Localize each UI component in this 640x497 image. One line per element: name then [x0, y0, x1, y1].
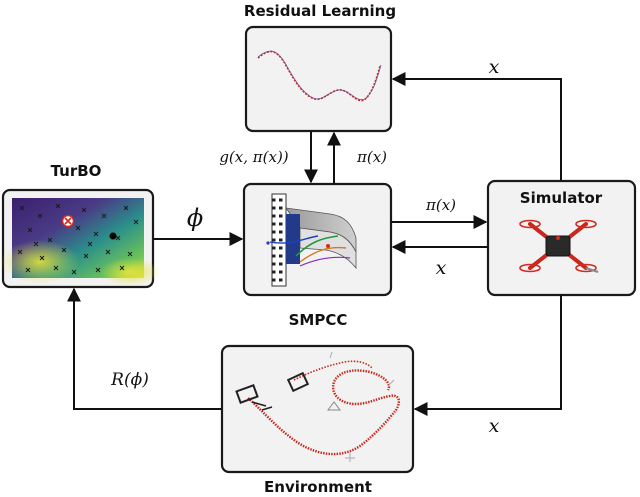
- label-sim-to-env: x: [489, 415, 500, 437]
- heatmap-best-cross: [64, 217, 72, 225]
- residual-curve-fit: [257, 50, 382, 101]
- turbo-block: TurBO: [0, 162, 160, 289]
- environment-trajectory: [235, 351, 401, 462]
- trajectory-path-2: [293, 360, 373, 381]
- residual-learning-block: Residual Learning: [244, 2, 396, 133]
- label-env-to-turbo: R(ϕ): [110, 370, 149, 390]
- label-sim-to-smpcc: x: [436, 257, 447, 279]
- label-residual-to-smpcc: g(x, π(x)): [219, 148, 288, 166]
- residual-learning-box: [244, 25, 393, 133]
- arrow-environment-to-turbo: [67, 287, 222, 410]
- heatmap-bright-region-2: [100, 258, 160, 286]
- residual-curve-plot: [257, 50, 382, 102]
- arrow-simulator-to-residual: [391, 72, 562, 181]
- simulator-block: Simulator: [486, 179, 637, 297]
- label-turbo-to-smpcc: ϕ: [187, 204, 203, 232]
- gate-1: [235, 384, 259, 404]
- arrow-simulator-to-environment: [413, 295, 562, 416]
- turbo-title: TurBO: [51, 162, 102, 180]
- environment-title: Environment: [264, 478, 372, 496]
- simulator-title: Simulator: [520, 189, 603, 207]
- heatmap-current-point: [109, 232, 117, 240]
- edge-labels: x g(x, π(x)) π(x) ϕ π(x) x R(ϕ) x: [110, 56, 499, 437]
- label-sim-to-residual: x: [489, 56, 500, 78]
- environment-box: [220, 344, 415, 474]
- arrows: [67, 72, 562, 416]
- residual-learning-title: Residual Learning: [244, 2, 396, 20]
- drone-icon: [519, 219, 599, 273]
- smpcc-gate-scene: [266, 193, 357, 287]
- trajectory-path: [247, 369, 401, 456]
- smpcc-block: SMPCC: [242, 182, 393, 329]
- gate-panel: [286, 214, 300, 264]
- turbo-heatmap: [0, 198, 160, 286]
- heatmap-bright-region: [0, 240, 80, 284]
- label-smpcc-to-residual: π(x): [356, 148, 387, 166]
- environment-block: Environment: [220, 344, 415, 496]
- gate-2: [286, 371, 310, 393]
- smpcc-title: SMPCC: [289, 311, 348, 329]
- label-smpcc-to-sim: π(x): [425, 196, 456, 214]
